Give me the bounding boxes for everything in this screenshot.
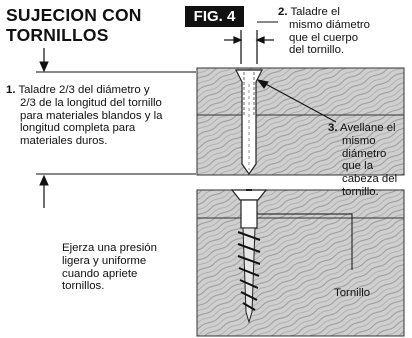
figure-label: FIG. 4 bbox=[185, 6, 244, 27]
upper-wood-block bbox=[196, 67, 405, 176]
step1-line-3: para materiales blandos y la bbox=[20, 109, 163, 122]
title-line-1: SUJECION CON bbox=[6, 5, 142, 25]
screw bbox=[230, 189, 268, 324]
title-line-2: TORNILLOS bbox=[6, 24, 109, 45]
diagram-title: SUJECION CON TORNILLOS bbox=[6, 5, 142, 45]
step3-line-6: tornillo. bbox=[342, 185, 379, 198]
step3-line-2: mismo bbox=[342, 134, 376, 147]
step2-line-1: Taladre el bbox=[290, 6, 340, 18]
screw-label-leader bbox=[257, 213, 353, 270]
step1-note: 1. Taladre 2/3 del diámetro y 2/3 de la … bbox=[6, 84, 162, 148]
step1-number: 1. bbox=[6, 84, 16, 96]
step1-depth-markers bbox=[36, 48, 196, 208]
pressure-line-4: tornillos. bbox=[62, 280, 105, 293]
step3-leader bbox=[256, 79, 337, 123]
pressure-line-1: Ejerza una presión bbox=[62, 242, 157, 254]
screw-label: Tornillo bbox=[334, 287, 371, 299]
step1-line-4: longitud completa para bbox=[20, 122, 136, 135]
step1-line-5: materiales duros. bbox=[20, 135, 108, 148]
step2-dimension-arrows bbox=[224, 21, 278, 64]
step1-line-1: Taladre 2/3 del diámetro y bbox=[18, 84, 150, 96]
pressure-line-2: ligera y uniforme bbox=[62, 254, 147, 267]
step3-line-1: Avellane el bbox=[340, 122, 396, 134]
step1-line-2: 2/3 de la longitud del tornillo bbox=[20, 96, 162, 109]
step3-line-5: cabeza del bbox=[342, 173, 398, 186]
step3-line-4: que la bbox=[342, 160, 374, 173]
pressure-line-3: cuando apriete bbox=[62, 267, 138, 280]
step2-number: 2. bbox=[278, 6, 288, 18]
step3-note: 3. Avellane el mismo diámetro que la cab… bbox=[328, 122, 397, 199]
pressure-note: Ejerza una presión ligera y uniforme cua… bbox=[62, 242, 157, 293]
step2-line-2: mismo diámetro bbox=[289, 18, 371, 31]
step3-number: 3. bbox=[328, 122, 338, 134]
pilot-hole bbox=[235, 69, 263, 176]
step3-line-3: diámetro bbox=[342, 147, 387, 160]
step2-line-4: del tornillo. bbox=[289, 44, 345, 57]
step2-line-3: que el cuerpo bbox=[289, 31, 359, 44]
lower-wood-block bbox=[196, 189, 405, 337]
step2-note: 2. Taladre el mismo diámetro que el cuer… bbox=[278, 6, 370, 57]
